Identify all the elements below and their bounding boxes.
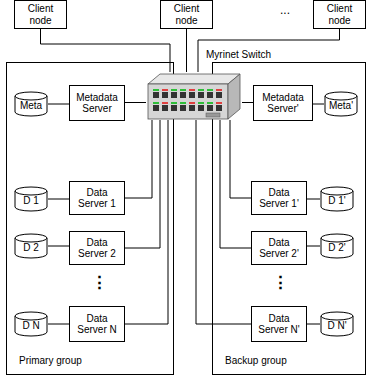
server-box: Metadata Server: [69, 85, 125, 121]
group-title: Backup group: [225, 355, 287, 366]
box-label: Client node: [317, 3, 362, 26]
storage-label: D 2': [320, 233, 354, 254]
storage-cylinder: D N: [14, 311, 48, 337]
box-label: Data Server N': [255, 313, 303, 336]
switch-illustration: [146, 72, 242, 120]
client-box: Client node: [313, 0, 366, 29]
switch-label: Myrinet Switch: [205, 49, 272, 60]
box-label: Data Server 1': [255, 187, 303, 210]
storage-cylinder: D 1: [14, 186, 48, 212]
storage-label: D 2: [14, 233, 48, 254]
network-link: [48, 104, 69, 105]
network-link: [307, 324, 320, 325]
storage-label: Meta': [324, 91, 358, 112]
ellipsis-mark: ...: [280, 3, 290, 17]
storage-label: Meta: [14, 91, 48, 112]
network-link: [230, 120, 251, 198]
vertical-ellipsis: ⋮: [272, 272, 289, 293]
network-link: [41, 29, 171, 72]
group-title: Primary group: [19, 355, 82, 366]
storage-label: D N: [14, 311, 48, 332]
storage-label: D 1': [320, 186, 354, 207]
box-label: Data Server 1: [73, 187, 121, 210]
storage-cylinder: D 1': [320, 186, 354, 212]
network-link: [198, 29, 340, 72]
box-label: Client node: [164, 3, 209, 26]
server-box: Data Server 1: [69, 181, 125, 215]
box-label: Metadata Server': [257, 92, 309, 115]
storage-cylinder: D 2': [320, 233, 354, 259]
vertical-ellipsis: ⋮: [91, 272, 108, 293]
network-link: [196, 120, 251, 324]
storage-cylinder: Meta: [14, 91, 48, 117]
network-switch: Myrinet Switch: [146, 72, 242, 120]
box-label: Data Server 2': [255, 237, 303, 260]
server-box: Data Server 2: [69, 231, 125, 265]
network-link: [313, 104, 324, 105]
server-box: Data Server N: [69, 306, 125, 342]
network-link: [125, 120, 152, 198]
box-label: Data Server 2: [73, 237, 121, 260]
network-link: [307, 199, 320, 200]
network-link: [125, 120, 160, 248]
network-link: [186, 29, 187, 72]
network-link: [220, 120, 251, 248]
box-label: Metadata Server: [73, 92, 121, 115]
server-box: Data Server 2': [251, 231, 307, 265]
storage-cylinder: D 2: [14, 233, 48, 259]
network-link: [125, 120, 168, 324]
client-box: Client node: [160, 0, 213, 29]
storage-cylinder: Meta': [324, 91, 358, 117]
network-link: [242, 102, 253, 103]
box-label: Client node: [18, 3, 63, 26]
network-link: [48, 199, 69, 200]
network-link: [125, 102, 146, 103]
storage-label: D 1: [14, 186, 48, 207]
server-box: Metadata Server': [253, 85, 313, 121]
network-link: [48, 246, 69, 247]
box-label: Data Server N: [73, 313, 121, 336]
storage-cylinder: D N': [320, 311, 354, 337]
storage-label: D N': [320, 311, 354, 332]
server-box: Data Server 1': [251, 181, 307, 215]
network-link: [48, 324, 69, 325]
network-link: [307, 246, 320, 247]
client-box: Client node: [14, 0, 67, 29]
server-box: Data Server N': [251, 306, 307, 342]
